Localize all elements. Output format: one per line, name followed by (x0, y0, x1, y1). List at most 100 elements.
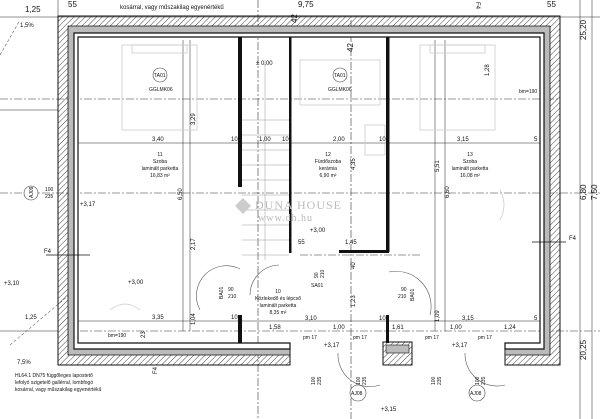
dim-top-42: 42 (290, 14, 299, 23)
door-h-sa: 210 (320, 269, 326, 278)
dim-10b: 10 (282, 137, 289, 143)
dim-b-5: 5 (534, 316, 538, 322)
room-floor: kerámia (319, 166, 337, 172)
dim-435: 4,35 (351, 158, 357, 170)
note-line-1: HL64.1 DN75 függőleges lapostető (15, 373, 93, 379)
room-floor: laminált parketta (142, 166, 179, 172)
door-w-sa: 90 (314, 272, 320, 278)
win-a-1: 100 (311, 376, 317, 385)
slope-bottom: 7,5% (17, 360, 31, 366)
room-area: 16,08 m² (460, 173, 480, 179)
room-name: Szoba (463, 159, 477, 165)
door-h-b: 210 (398, 294, 407, 300)
slope-top: 1,5% (20, 23, 34, 29)
dim-b-125: 1,25 (25, 315, 37, 321)
room-13-label: 13 Szoba laminált parketta 16,08 m² (452, 152, 489, 179)
door-swings (196, 264, 506, 387)
room-10-label: 10 Közlekedő és lépcső laminált parketta… (255, 289, 301, 316)
room-area: 8,35 m² (270, 310, 287, 316)
dim-m-145: 1,45 (345, 240, 357, 246)
tag-gglmk-b: GGLMK06 (328, 87, 352, 93)
dim-660: 6,60 (445, 186, 451, 198)
note-line-2: lefolyó szigetelő gallérral, lombfogó (15, 380, 93, 386)
exterior-walls (57, 15, 561, 366)
pm-1: pm 17 (303, 335, 317, 341)
room-name: Közlekedő és lépcső (255, 296, 301, 302)
door-ba01-a: BA01 (219, 287, 225, 299)
dim-right-2025: 20,25 (579, 339, 588, 360)
watermark-url: www.dh.hu (258, 213, 313, 224)
level-300-b: +3,00 (310, 228, 326, 234)
dim-109: 1,09 (435, 310, 441, 322)
level-317-b: +3,17 (324, 343, 340, 349)
window-tags (23, 67, 486, 402)
dim-123: 1,23 (351, 295, 357, 307)
win-b-4: 235 (481, 376, 487, 385)
room-area: 16,83 m² (150, 173, 170, 179)
win-b-1: 235 (317, 376, 323, 385)
dim-10a: 10 (231, 137, 238, 143)
door-ba01-b: BA01 (410, 289, 416, 301)
dim-650: 6,50 (178, 188, 184, 200)
pm-3: pm 17 (425, 335, 439, 341)
pm-2: pm 17 (353, 335, 367, 341)
dim-b-158: 1,58 (269, 325, 281, 331)
dim-200: 2,00 (333, 137, 345, 143)
watermark-brand: DUNA HOUSE (255, 198, 342, 212)
dim-right-2520: 25,20 (579, 19, 588, 40)
dim-217: 2,17 (191, 238, 197, 250)
dim-104: 1,04 (191, 313, 197, 325)
dim-23: 23 (141, 331, 147, 338)
dim-b-100b: 1,00 (450, 325, 462, 331)
level-000: ± 0,00 (256, 61, 273, 67)
level-317-c: +3,17 (452, 343, 468, 349)
room-area: 6,90 m² (320, 173, 337, 179)
section-f4-right: F4 (569, 236, 577, 242)
dim-top-125: 1,25 (25, 5, 41, 14)
watermark-logo (235, 198, 251, 214)
dim-b-10a: 10 (231, 315, 238, 321)
dim-42-bath: 42 (346, 43, 355, 52)
dim-b-161: 1,61 (392, 325, 404, 331)
dim-315: 3,15 (457, 137, 469, 143)
room-12-label: 12 Fürdőszoba kerámia 6,90 m² (315, 152, 342, 179)
tag-aj08-b: AJ08 (470, 391, 482, 397)
dim-329: 3,29 (191, 113, 197, 125)
dim-top-55: 55 (68, 0, 77, 9)
win-b-2: 235 (362, 376, 368, 385)
tag-aj08-a: AJ08 (351, 391, 363, 397)
top-note: kosárral, vagy műszakilag egyenértékű (120, 5, 224, 11)
door-w-a: 90 (228, 287, 234, 293)
room-number: 13 (467, 152, 473, 158)
door-h-a: 210 (228, 294, 237, 300)
bm-left: bm=190 (108, 333, 126, 339)
tag-gglmk-a: GGLMK06 (149, 87, 173, 93)
dim-top-975: 9,75 (298, 0, 314, 9)
room-floor: laminált parketta (260, 303, 297, 309)
dim-top-55b: 55 (547, 0, 556, 9)
win-a-4: 100 (475, 376, 481, 385)
win-a-2: 100 (356, 376, 362, 385)
win-b-3: 235 (437, 376, 443, 385)
room-number: 12 (325, 152, 331, 158)
room-floor: laminált parketta (452, 166, 489, 172)
dim-5: 5 (534, 137, 538, 143)
section-f4-top: F4 (474, 2, 480, 10)
dim-m-55: 55 (298, 240, 305, 246)
staircase (242, 60, 289, 260)
dim-b-310: 3,10 (305, 316, 317, 322)
dim-right-750: 7,50 (590, 184, 599, 200)
door-sa01: SA01 (311, 283, 323, 289)
dim-b-100a: 1,00 (333, 325, 345, 331)
dim-b-10b: 10 (379, 316, 386, 322)
room-name: Szoba (153, 159, 167, 165)
dim-40: 40 (351, 262, 357, 269)
pm-4: pm 17 (478, 335, 492, 341)
note-line-3: kosárral, vagy műszakilag egyenértékű (15, 387, 102, 393)
room-11-label: 11 Szoba laminált parketta 16,83 m² (142, 152, 179, 179)
room-number: 11 (157, 152, 162, 158)
level-315: +3,15 (381, 407, 397, 413)
win-a-aj09: 100 (45, 187, 54, 193)
dim-b-335: 3,35 (152, 315, 164, 321)
